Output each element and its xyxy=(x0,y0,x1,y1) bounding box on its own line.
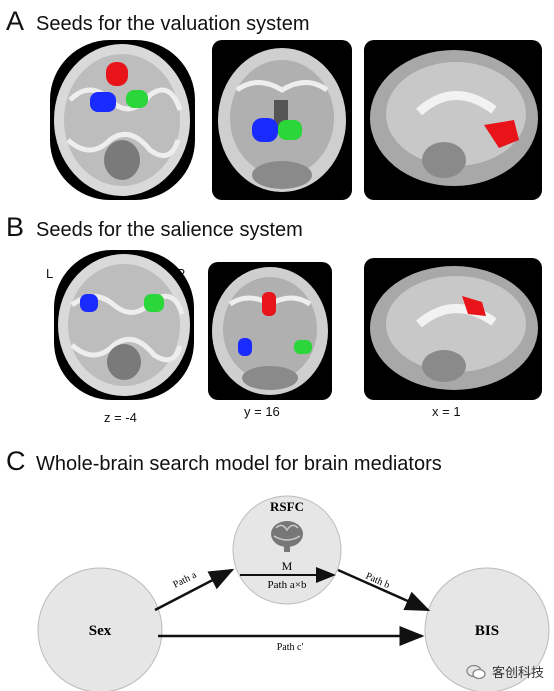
panel-c-title: Whole-brain search model for brain media… xyxy=(36,453,442,475)
panel-b-header: B Seeds for the salience system xyxy=(6,212,303,243)
coronal-slice-a xyxy=(212,40,352,200)
mediator-symbol: M xyxy=(282,559,293,573)
panel-a-letter: A xyxy=(6,6,25,36)
panel-a-title: Seeds for the valuation system xyxy=(36,13,310,35)
sagittal-coordinate: x = 1 xyxy=(432,404,461,419)
sagittal-slice-a xyxy=(364,40,542,200)
coronal-coordinate: y = 16 xyxy=(244,404,280,419)
path-c-label: Path c' xyxy=(277,642,304,653)
path-b-arrow xyxy=(337,568,431,612)
outcome-label: BIS xyxy=(475,623,499,639)
mediator-title: RSFC xyxy=(270,499,304,514)
axial-slice-b xyxy=(54,250,194,400)
axial-coordinate: z = -4 xyxy=(104,410,137,425)
panel-b-letter: B xyxy=(6,212,25,242)
watermark: 客创科技 xyxy=(466,662,544,681)
coronal-slice-b xyxy=(208,262,332,400)
watermark-text: 客创科技 xyxy=(491,665,544,680)
path-a-arrow xyxy=(154,568,235,612)
outcome-node xyxy=(424,567,550,691)
path-a-label: Path a xyxy=(171,569,199,590)
panel-c-header: C Whole-brain search model for brain med… xyxy=(6,446,442,477)
predictor-label: Sex xyxy=(89,623,112,639)
sagittal-slice-b xyxy=(364,258,542,400)
axial-slice-a xyxy=(50,40,195,200)
panel-c-letter: C xyxy=(6,446,26,476)
panel-a-header: A Seeds for the valuation system xyxy=(6,6,309,37)
left-hemisphere-label: L xyxy=(46,266,54,281)
wechat-icon xyxy=(466,664,486,679)
path-ab-label: Path a×b xyxy=(268,579,307,591)
panel-b-title: Seeds for the salience system xyxy=(36,219,303,241)
brain-icon xyxy=(271,521,303,552)
predictor-node xyxy=(37,567,163,691)
mediation-diagram: RSFC M Path a×b Sex BIS Path a Path b Pa… xyxy=(37,495,550,691)
